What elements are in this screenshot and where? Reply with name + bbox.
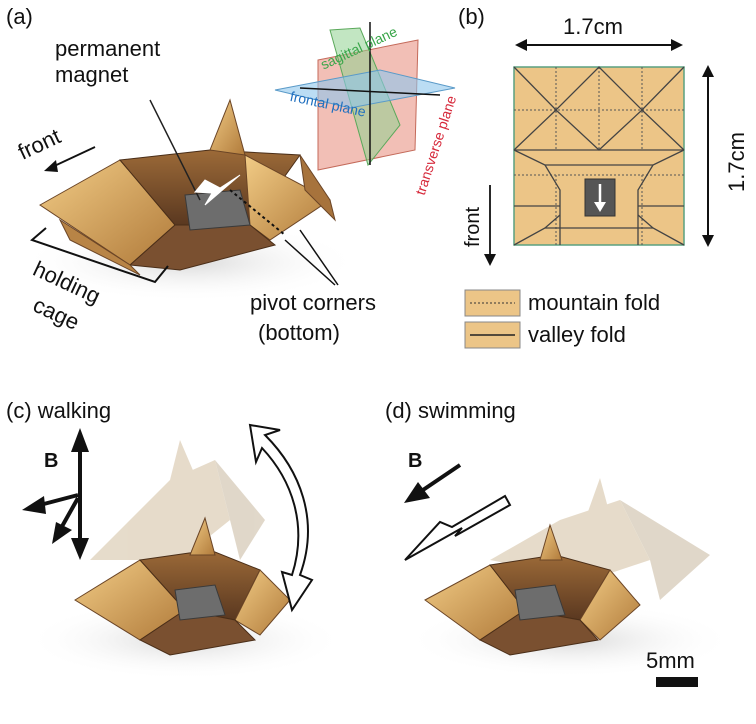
panel-d-letter: (d) swimming (385, 398, 516, 423)
field-arrows-walking (22, 428, 89, 560)
magnet-label-line2: magnet (55, 62, 129, 87)
front-label-b: front (462, 206, 484, 247)
origami-robot-walking-ghost (90, 440, 265, 560)
scale-label: 5mm (646, 648, 695, 673)
legend-mountain-label: mountain fold (528, 290, 661, 315)
pivot-label-line2: (bottom) (258, 320, 340, 345)
pivot-pointer-1 (284, 239, 336, 286)
magnet-label-line1: permanent (55, 36, 161, 61)
legend-valley-swatch (464, 321, 521, 349)
sagittal-plane-label: sagittal plane (318, 23, 400, 73)
origami-robot-swimming-ghost (490, 478, 710, 600)
magnet-slot-arrow (594, 202, 606, 212)
legend-valley-label: valley fold (528, 322, 626, 347)
scale-bar (656, 677, 698, 687)
pivot-pointer-2 (299, 229, 339, 286)
crease-pattern (513, 66, 685, 246)
origami-robot-a (39, 98, 336, 276)
crease-square (513, 66, 685, 246)
origami-robot-walking (74, 516, 291, 656)
legend-mountain-swatch (464, 289, 521, 317)
field-label-swimming: B (408, 450, 423, 472)
swimming-direction-arrow (404, 494, 512, 561)
panel-c-letter: (c) walking (6, 398, 112, 423)
transverse-plane-label: transverse plane (412, 93, 460, 197)
magnet-pointer-line (149, 99, 201, 201)
origami-robot-swimming (424, 523, 641, 656)
walking-rotation-arrow (248, 423, 314, 613)
magnet-slot (584, 178, 616, 217)
height-label: 1.7cm (724, 132, 749, 192)
panel-a-letter: (a) (6, 4, 33, 29)
frontal-plane-label: frontal plane (288, 88, 368, 120)
front-label-a: front (14, 123, 65, 165)
pivot-dotted-line (229, 189, 286, 236)
width-label: 1.7cm (563, 14, 623, 39)
field-label-walking: B (44, 450, 59, 472)
magnet-direction-arrow (193, 174, 241, 206)
panel-b-letter: (b) (458, 4, 485, 29)
pivot-label-line1: pivot corners (250, 290, 376, 315)
